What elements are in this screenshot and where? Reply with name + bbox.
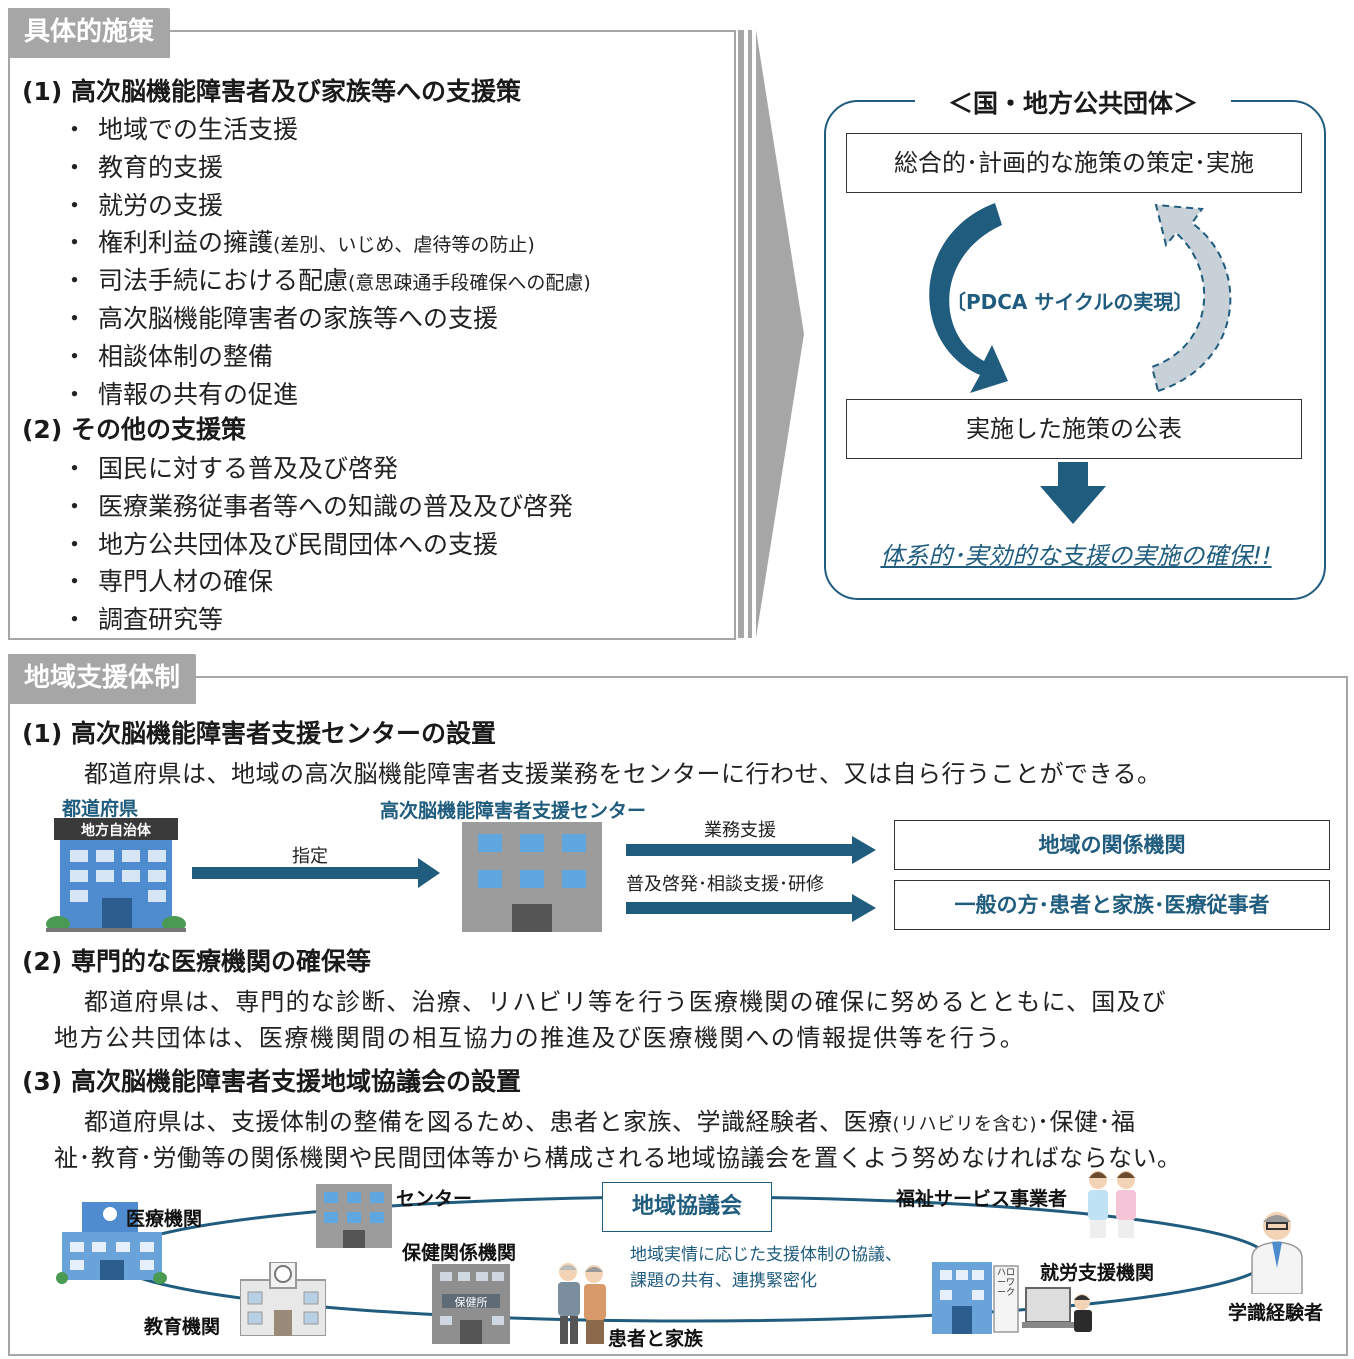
council-desc-1: 地域実情に応じた支援体制の協議、 <box>630 1240 902 1265</box>
pref-sign: 地方自治体 <box>81 823 151 839</box>
outreach-label: 普及啓発･相談支援･研修 <box>626 874 824 895</box>
regional-para-1: 都道府県は、地域の高次脳機能障害者支援業務をセンターに行わせ、又は自ら行うことが… <box>84 760 1162 788</box>
caregivers-icon <box>1088 1171 1136 1238</box>
target-box-1: 地域の関係機関 <box>894 820 1330 870</box>
bullet: ・ <box>62 341 88 371</box>
bullet: ・ <box>62 304 88 333</box>
work-support-label: 業務支援 <box>704 820 776 841</box>
list-item-note: (意思疎通手段確保への配慮) <box>348 272 591 295</box>
government-building-icon <box>46 818 186 932</box>
regional-para-3b: 祉･教育･労働等の関係機関や民間団体等から構成される地域協議会を置くよう努めなけ… <box>54 1144 1182 1172</box>
bullet: ・ <box>62 454 88 483</box>
bullet: ・ <box>62 190 88 220</box>
list-item: ・高次脳機能障害者の家族等への支援 <box>62 299 498 335</box>
work-support-arrow-icon <box>626 836 876 864</box>
regional-heading-3: (3) 高次脳機能障害者支援地域協議会の設置 <box>22 1067 521 1096</box>
pref-label: 都道府県 <box>62 798 139 820</box>
support-center-building-icon <box>462 822 602 932</box>
para-3a-note: (リハビリを含む) <box>892 1114 1038 1135</box>
bullet: ・ <box>62 529 88 559</box>
list-item-text: 国民に対する普及及び啓発 <box>98 454 399 483</box>
outreach-arrow-icon <box>626 894 876 922</box>
list-item: ・就労の支援 <box>62 186 223 222</box>
bullet: ・ <box>62 228 88 258</box>
node-patients: 患者と家族 <box>608 1328 704 1350</box>
council-desc-2: 課題の共有、連携緊密化 <box>630 1266 817 1291</box>
node-welfare: 福祉サービス事業者 <box>896 1188 1068 1210</box>
center-label: 高次脳機能障害者支援センター <box>380 800 647 822</box>
regional-tag: 地域支援体制 <box>8 654 197 704</box>
node-health: 保健関係機関 <box>402 1242 517 1264</box>
list-item-text: 地域での生活支援 <box>98 115 299 144</box>
node-medical: 医療機関 <box>126 1208 203 1230</box>
bullet: ・ <box>62 605 88 635</box>
pdca-cycle-icon <box>929 203 1232 393</box>
list-item-text: 医療業務従事者等への知識の普及及び啓発 <box>98 491 574 521</box>
list-item-text: 調査研究等 <box>98 605 224 635</box>
gov-publish-box: 実施した施策の公表 <box>846 399 1302 459</box>
hospital-icon <box>56 1202 167 1284</box>
job-office-icon <box>932 1262 1092 1334</box>
list-item: ・調査研究等 <box>62 600 223 636</box>
bullet: ・ <box>62 266 88 296</box>
designate-label: 指定 <box>292 846 328 867</box>
node-education: 教育機関 <box>144 1316 221 1338</box>
gov-result: 体系的･実効的な支援の実施の確保!! <box>880 542 1272 570</box>
list-item-text: 権利利益の擁護 <box>98 228 274 258</box>
node-center: センター <box>396 1188 473 1210</box>
bullet: ・ <box>62 379 88 409</box>
regional-heading-2: (2) 専門的な医療機関の確保等 <box>22 947 371 976</box>
gov-title: ＜国・地方公共団体＞ <box>915 84 1231 120</box>
list-item-text: 教育的支援 <box>98 152 224 182</box>
council-box: 地域協議会 <box>602 1182 772 1232</box>
regional-heading-1: (1) 高次脳機能障害者支援センターの設置 <box>22 719 496 748</box>
pdca-label: 〔PDCA サイクルの実現〕 <box>946 290 1194 314</box>
list-item-text: 就労の支援 <box>98 190 224 220</box>
list-item-text: 専門人材の確保 <box>98 567 274 597</box>
measures-tag: 具体的施策 <box>8 8 171 58</box>
list-item: ・医療業務従事者等への知識の普及及び啓発 <box>62 487 573 523</box>
health-center-icon <box>432 1264 510 1344</box>
node-experts: 学識経験者 <box>1228 1302 1324 1324</box>
list-item-text: 地方公共団体及び民間団体への支援 <box>98 529 499 559</box>
chevron-arrow-icon <box>738 30 804 638</box>
regional-para-2b: 地方公共団体は、医療機関間の相互協力の推進及び医療機関への情報提供等を行う。 <box>54 1024 1026 1052</box>
list-item: ・教育的支援 <box>62 148 223 184</box>
bullet: ・ <box>62 567 88 597</box>
list-item: ・地域での生活支援 <box>62 110 298 146</box>
health-sign: 保健所 <box>454 1296 488 1309</box>
job-sign: ハローワーク <box>996 1268 1015 1298</box>
node-employment: 就労支援機関 <box>1040 1262 1155 1284</box>
patients-family-icon <box>558 1263 606 1344</box>
designate-arrow-icon <box>192 858 440 888</box>
list-item-text: 高次脳機能障害者の家族等への支援 <box>98 304 499 333</box>
target-box-2: 一般の方･患者と家族･医療従事者 <box>894 880 1330 930</box>
list-item: ・相談体制の整備 <box>62 337 273 373</box>
list-item: ・権利利益の擁護(差別、いじめ、虐待等の防止) <box>62 223 535 259</box>
expert-person-icon <box>1251 1212 1303 1294</box>
bullet: ・ <box>62 115 88 144</box>
measures-panel <box>8 30 736 640</box>
list-item-text: 司法手続における配慮 <box>98 266 349 296</box>
list-item-text: 相談体制の整備 <box>98 341 274 371</box>
list-item: ・国民に対する普及及び啓発 <box>62 449 398 485</box>
list-item-note: (差別、いじめ、虐待等の防止) <box>273 234 535 257</box>
regional-para-3a: 都道府県は、支援体制の整備を図るため、患者と家族、学識経験者、医療(リハビリを含… <box>84 1102 1136 1137</box>
list-item-text: 情報の共有の促進 <box>98 379 299 409</box>
measures-heading-2: (2) その他の支援策 <box>22 415 246 444</box>
down-arrow-icon <box>1040 462 1106 524</box>
list-item: ・司法手続における配慮(意思疎通手段確保への配慮) <box>62 261 591 297</box>
center-building-small-icon <box>316 1184 392 1248</box>
bullet: ・ <box>62 491 88 521</box>
gov-plan-box: 総合的･計画的な施策の策定･実施 <box>846 133 1302 193</box>
para-3a-main: 都道府県は、支援体制の整備を図るため、患者と家族、学識経験者、医療 <box>84 1108 893 1136</box>
para-3a-end: ･保健･福 <box>1037 1108 1136 1136</box>
measures-heading-1: (1) 高次脳機能障害者及び家族等への支援策 <box>22 77 521 106</box>
list-item: ・専門人材の確保 <box>62 562 273 598</box>
regional-para-2a: 都道府県は、専門的な診断、治療、リハビリ等を行う医療機関の確保に努めるとともに、… <box>84 988 1167 1016</box>
bullet: ・ <box>62 152 88 182</box>
list-item: ・地方公共団体及び民間団体への支援 <box>62 525 498 561</box>
school-icon <box>240 1262 326 1336</box>
list-item: ・情報の共有の促進 <box>62 375 298 411</box>
